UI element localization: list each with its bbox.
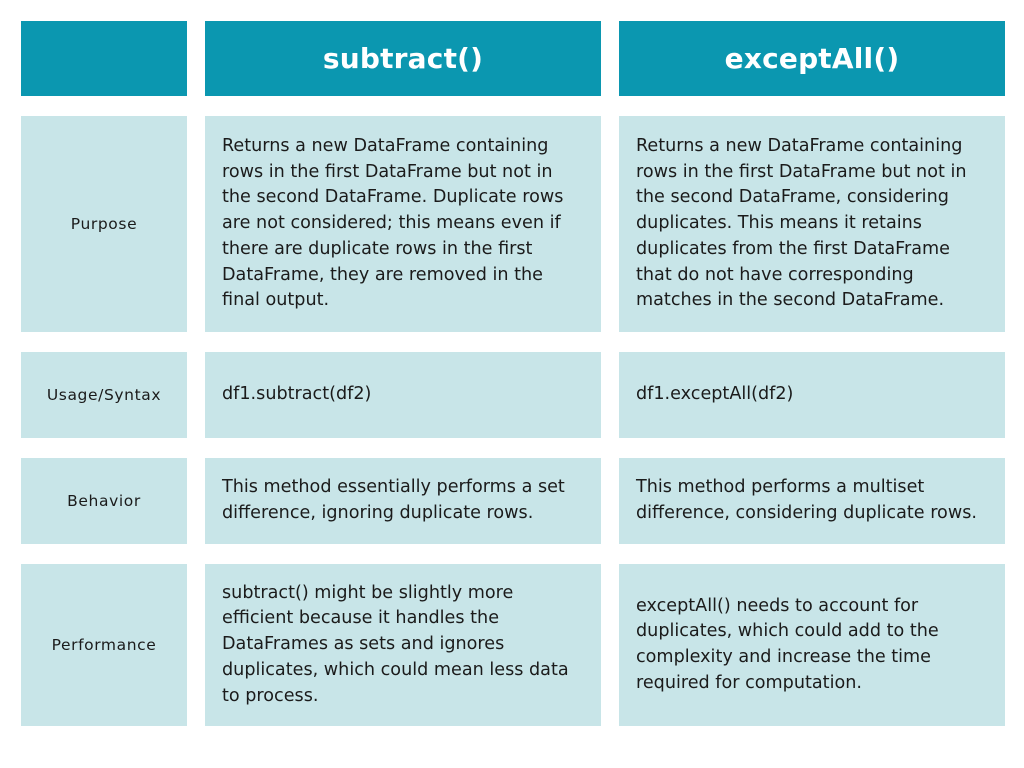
table-header-subtract-label: subtract() (322, 41, 484, 75)
table-cell-purpose-subtract: Returns a new DataFrame containing rows … (205, 116, 601, 332)
cell-text: This method essentially performs a set d… (222, 477, 565, 523)
table-cell-performance-exceptall: exceptAll() needs to account for duplica… (619, 564, 1005, 726)
table-header-corner-cell (21, 21, 187, 96)
cell-text: exceptAll() needs to account for duplica… (636, 595, 939, 693)
table-row-label-behavior: Behavior (21, 458, 187, 544)
table-header-subtract: subtract() (205, 21, 601, 96)
cell-text: This method performs a multiset differen… (636, 477, 977, 523)
cell-text: Returns a new DataFrame containing rows … (636, 136, 967, 311)
table-cell-usage-exceptall: df1.exceptAll(df2) (619, 352, 1005, 438)
row-label-text: Behavior (67, 491, 141, 510)
table-header-exceptall: exceptAll() (619, 21, 1005, 96)
table-cell-performance-subtract: subtract() might be slightly more effici… (205, 564, 601, 726)
row-label-text: Performance (51, 635, 157, 654)
row-label-text: Usage/Syntax (46, 385, 162, 404)
cell-text: df1.subtract(df2) (222, 384, 372, 405)
cell-text: subtract() might be slightly more effici… (222, 582, 569, 706)
table-cell-usage-subtract: df1.subtract(df2) (205, 352, 601, 438)
table-row-label-usage-syntax: Usage/Syntax (21, 352, 187, 438)
table-header-exceptall-label: exceptAll() (724, 41, 900, 75)
table-row-label-performance: Performance (21, 564, 187, 726)
table-cell-behavior-subtract: This method essentially performs a set d… (205, 458, 601, 544)
cell-text: Returns a new DataFrame containing rows … (222, 136, 564, 311)
table-cell-purpose-exceptall: Returns a new DataFrame containing rows … (619, 116, 1005, 332)
comparison-table: subtract() exceptAll() Purpose Returns a… (21, 21, 1005, 726)
table-row-label-purpose: Purpose (21, 116, 187, 332)
cell-text: df1.exceptAll(df2) (636, 384, 794, 405)
row-label-text: Purpose (70, 214, 138, 233)
table-cell-behavior-exceptall: This method performs a multiset differen… (619, 458, 1005, 544)
